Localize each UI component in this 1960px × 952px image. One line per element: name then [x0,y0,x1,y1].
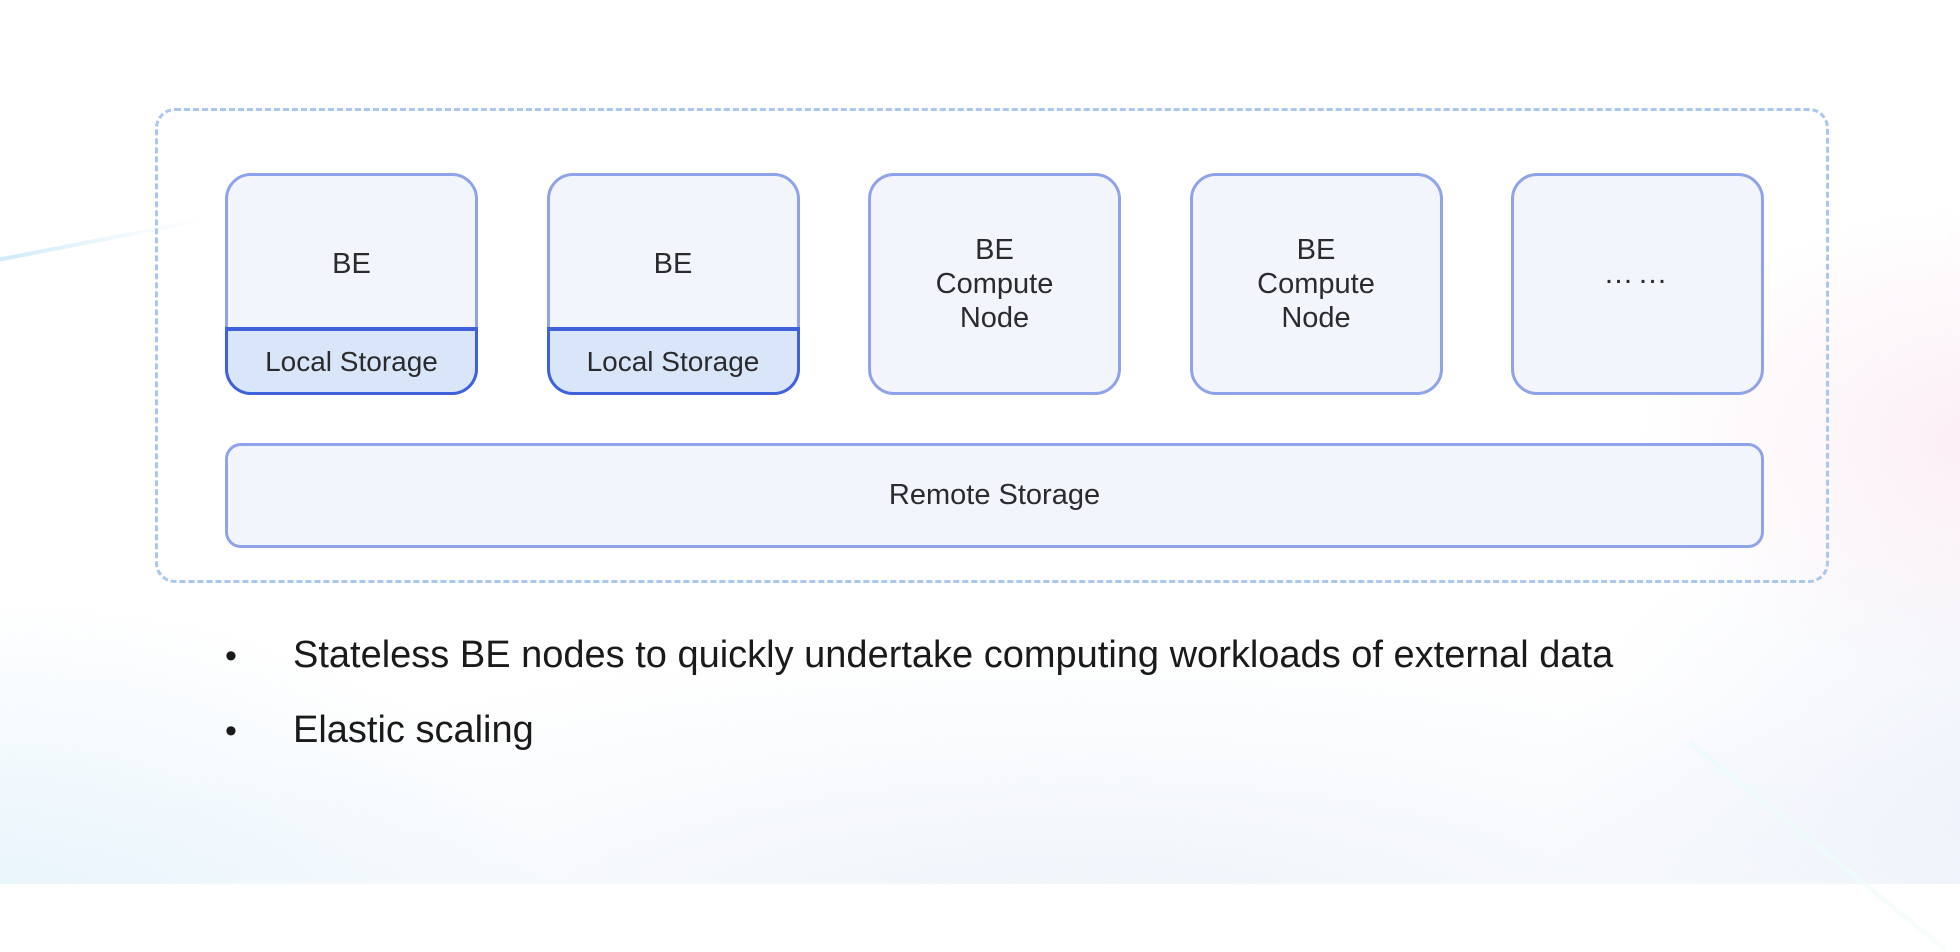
compute-node-line: Compute [935,268,1054,300]
compute-node-line: BE [1296,234,1336,266]
compute-node-line: Node [959,302,1030,334]
remote-storage-bar: Remote Storage [225,443,1764,548]
be-node-2: BE Local Storage [546,173,800,395]
local-storage-label: Local Storage [586,345,760,377]
compute-node-line: Compute [1257,268,1375,300]
bullet-marker: • [225,712,237,750]
compute-node-1-label: BE Compute Node [871,176,1118,392]
ellipsis-node: …… [1511,173,1764,395]
be-node-1-local-storage: Local Storage [225,327,478,395]
bullet-text: Stateless BE nodes to quickly undertake … [293,634,1614,676]
bullet-item-2: • Elastic scaling [225,707,1613,754]
be-node-1: BE Local Storage [225,173,478,395]
bullet-item-1: • Stateless BE nodes to quickly undertak… [225,632,1613,679]
ellipsis-label: …… [1603,257,1672,290]
local-storage-label: Local Storage [265,345,438,377]
node-row: BE Local Storage BE Local Storage BE Com… [225,173,1764,395]
remote-storage-label: Remote Storage [888,479,1101,511]
be-node-1-label: BE [332,248,371,280]
bullet-text: Elastic scaling [293,709,534,751]
decorative-streak-bottom-right [1688,740,1949,952]
compute-node-1: BE Compute Node [868,173,1121,395]
compute-node-2-label: BE Compute Node [1193,176,1440,392]
compute-node-2: BE Compute Node [1189,173,1443,395]
compute-node-line: Node [1281,302,1351,334]
cluster-container: BE Local Storage BE Local Storage BE Com… [155,108,1829,583]
bullet-list: • Stateless BE nodes to quickly undertak… [225,632,1613,782]
be-node-2-label: BE [653,248,693,280]
compute-node-line: BE [975,234,1014,266]
bullet-marker: • [225,637,237,675]
be-node-2-local-storage: Local Storage [546,327,800,395]
